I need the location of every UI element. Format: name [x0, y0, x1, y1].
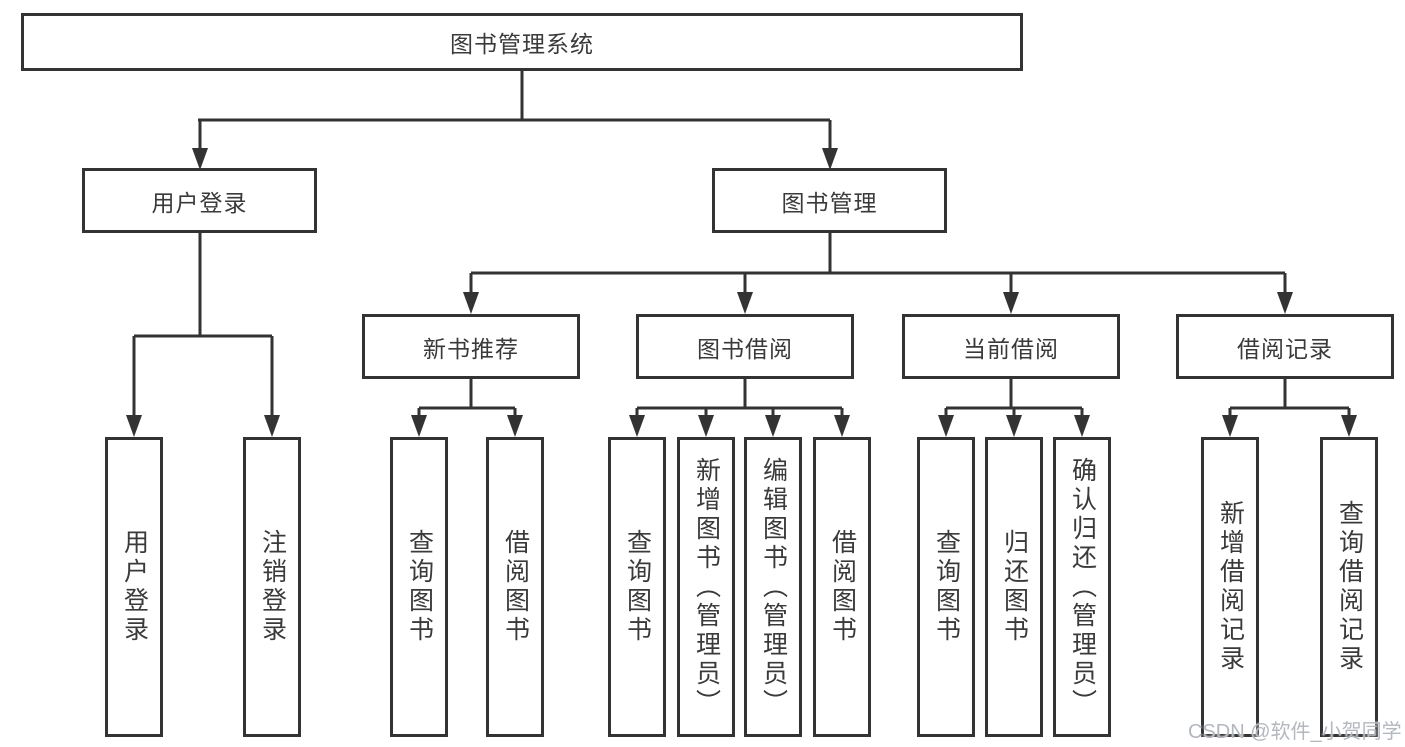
connector-borrow-records-branch: [1228, 379, 1351, 419]
node-book-borrowing: 图书借阅: [636, 314, 854, 379]
leaf-borrow-books-recommend: 借阅图书: [486, 437, 544, 737]
node-current-borrowing-label: 当前借阅: [963, 335, 1059, 362]
leaf-user-login-label: 用户登录: [120, 529, 149, 645]
csdn-watermark: CSDN @软件_小贺同学: [1188, 721, 1402, 743]
node-root-label: 图书管理系统: [450, 31, 594, 57]
leaf-confirm-return-admin: 确认归还（管理员）: [1053, 437, 1111, 737]
leaf-add-borrow-record: 新增借阅记录: [1201, 437, 1259, 737]
arrowheads: [126, 148, 1357, 437]
leaf-add-borrow-record-label: 新增借阅记录: [1216, 500, 1245, 674]
connector-book-management-branch: [469, 233, 1287, 296]
leaf-borrow-books-label: 借阅图书: [828, 529, 857, 645]
leaf-return-books-label: 归还图书: [1000, 529, 1029, 645]
leaf-query-books-recommend-label: 查询图书: [405, 529, 434, 645]
leaf-borrow-books: 借阅图书: [813, 437, 871, 737]
leaf-query-books-recommend: 查询图书: [390, 437, 448, 737]
leaf-query-borrow-record-label: 查询借阅记录: [1335, 500, 1364, 674]
leaf-edit-books-admin: 编辑图书（管理员）: [744, 437, 802, 737]
leaf-logout: 注销登录: [243, 437, 301, 737]
node-root-library-system: 图书管理系统: [21, 13, 1023, 71]
node-borrowing-records-label: 借阅记录: [1237, 335, 1333, 362]
node-new-book-recommend-label: 新书推荐: [423, 335, 519, 362]
connector-book-borrow-branch: [635, 379, 844, 419]
connector-new-book-branch: [417, 379, 517, 419]
leaf-query-books-borrowing-label: 查询图书: [623, 529, 652, 645]
node-new-book-recommend: 新书推荐: [362, 314, 580, 379]
connector-root-branch: [198, 71, 832, 150]
node-current-borrowing: 当前借阅: [902, 314, 1120, 379]
node-user-login: 用户登录: [82, 168, 317, 233]
connector-current-borrow-branch: [944, 379, 1084, 419]
node-book-management-label: 图书管理: [781, 189, 878, 216]
leaf-query-books-borrowing: 查询图书: [608, 437, 666, 737]
leaf-query-books-current: 查询图书: [917, 437, 975, 737]
leaf-borrow-books-recommend-label: 借阅图书: [501, 529, 530, 645]
leaf-logout-label: 注销登录: [258, 529, 287, 645]
leaf-return-books: 归还图书: [985, 437, 1043, 737]
leaf-confirm-return-admin-label: 确认归还（管理员）: [1068, 456, 1097, 718]
leaf-add-books-admin: 新增图书（管理员）: [677, 437, 735, 737]
leaf-user-login: 用户登录: [105, 437, 163, 737]
connector-user-login-branch: [132, 233, 274, 419]
node-user-login-label: 用户登录: [151, 189, 248, 216]
node-borrowing-records: 借阅记录: [1176, 314, 1394, 379]
leaf-query-borrow-record: 查询借阅记录: [1320, 437, 1378, 737]
leaf-edit-books-admin-label: 编辑图书（管理员）: [759, 456, 788, 718]
leaf-query-books-current-label: 查询图书: [932, 529, 961, 645]
leaf-add-books-admin-label: 新增图书（管理员）: [692, 456, 721, 718]
node-book-borrowing-label: 图书借阅: [697, 335, 793, 362]
node-book-management: 图书管理: [712, 168, 947, 233]
